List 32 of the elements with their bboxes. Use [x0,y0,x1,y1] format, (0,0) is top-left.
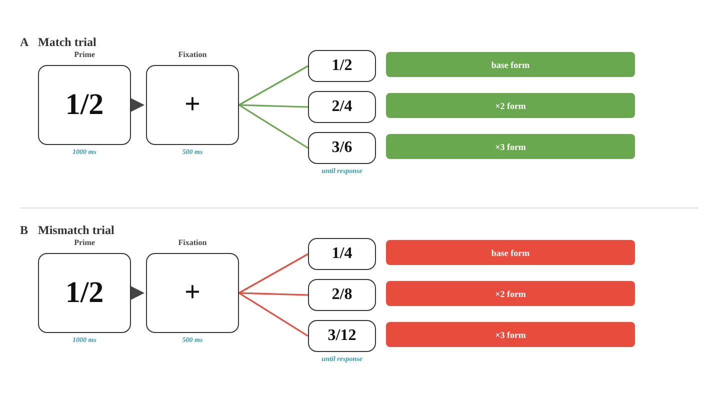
stage-heading: Fixation [177,49,208,61]
connector-line [238,253,308,294]
stimulus-box: 1/2 [38,65,131,145]
panel-letter: A [20,35,29,50]
connector-line [238,65,308,106]
connector-line [238,292,308,296]
panel-title: Match trial [38,35,96,50]
stage-heading: Fixation [177,237,208,249]
response-bar: ×3 form [386,322,635,347]
response-bar: base form [386,240,635,265]
connector-line [238,292,308,337]
stage-heading: Prime [73,237,96,249]
connector-line [238,104,308,108]
target-box: 3/6 [308,132,376,164]
stimulus-box: 1/2 [38,253,131,333]
block-arrow [130,286,145,300]
stage-heading: Prime [73,49,96,61]
panel-title: Mismatch trial [38,223,114,238]
target-box: 2/4 [308,91,376,123]
target-box: 3/12 [308,320,376,352]
stimulus-box: + [146,253,239,333]
response-bar: ×3 form [386,134,635,159]
block-arrow [130,98,145,112]
target-box: 1/4 [308,238,376,270]
panel-letter: B [20,223,28,238]
target-box: 2/8 [308,279,376,311]
connector-line [238,104,308,149]
response-bar: base form [386,52,635,77]
response-bar: ×2 form [386,281,635,306]
target-box: 1/2 [308,50,376,82]
response-bar: ×2 form [386,93,635,118]
stimulus-box: + [146,65,239,145]
